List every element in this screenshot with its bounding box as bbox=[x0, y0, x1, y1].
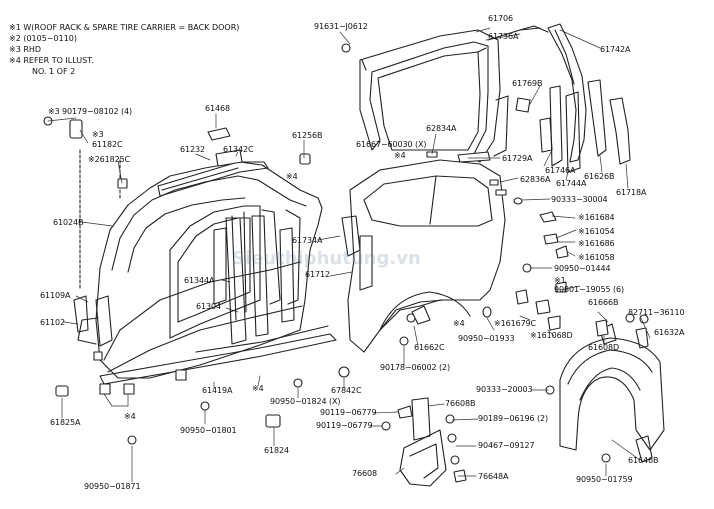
part-label[interactable]: ※1 bbox=[554, 276, 566, 285]
part-label[interactable]: 90950−01933 bbox=[458, 334, 515, 343]
part-label[interactable]: ※3 bbox=[92, 130, 104, 139]
part-label[interactable]: 61742A bbox=[600, 45, 631, 54]
part-label[interactable]: 61646B bbox=[628, 456, 659, 465]
part-label[interactable]: 61182C bbox=[92, 140, 123, 149]
part-label[interactable]: ※161058 bbox=[578, 253, 615, 262]
part-label[interactable]: 61662C bbox=[414, 343, 445, 352]
part-label[interactable]: 90950−01801 bbox=[180, 426, 237, 435]
part-label[interactable]: 82711−36110 bbox=[628, 308, 685, 317]
part-label[interactable]: 62836A bbox=[520, 175, 551, 184]
part-label[interactable]: 90950−01824 (X) bbox=[270, 397, 341, 406]
part-label[interactable]: 61468 bbox=[205, 104, 230, 113]
part-label[interactable]: 61632A bbox=[654, 328, 685, 337]
part-label[interactable]: ※3 90179−08102 (4) bbox=[48, 107, 133, 116]
part-label[interactable]: 90950−01444 bbox=[554, 264, 611, 273]
part-label[interactable]: 61666B bbox=[588, 298, 619, 307]
part-label[interactable]: ※161684 bbox=[578, 213, 615, 222]
part-label[interactable]: 62834A bbox=[426, 124, 457, 133]
note-line: ※1 W(ROOF RACK & SPARE TIRE CARRIER = BA… bbox=[9, 23, 240, 32]
left-side-panel-drawing bbox=[73, 149, 337, 385]
part-label[interactable]: 61232 bbox=[180, 145, 205, 154]
part-label[interactable]: 76648A bbox=[478, 472, 509, 481]
part-label[interactable]: 61825A bbox=[50, 418, 81, 427]
part-label[interactable]: ※161686 bbox=[578, 239, 615, 248]
part-label[interactable]: 61746A bbox=[545, 166, 576, 175]
part-label[interactable]: 61102 bbox=[40, 318, 65, 327]
part-label[interactable]: 61736A bbox=[488, 32, 519, 41]
quarter-panel-drawing bbox=[341, 159, 506, 353]
wheelhouse-drawing bbox=[559, 323, 665, 463]
part-label[interactable]: ※4 bbox=[394, 151, 406, 160]
part-label[interactable]: ※4 bbox=[124, 412, 136, 421]
part-label[interactable]: 67842C bbox=[331, 386, 362, 395]
part-label[interactable]: ※4 bbox=[286, 172, 298, 181]
part-label[interactable]: 61608D bbox=[588, 343, 620, 352]
part-label[interactable]: 61344A bbox=[184, 276, 215, 285]
part-label[interactable]: 61718A bbox=[616, 188, 647, 197]
note-line: NO. 1 OF 2 bbox=[32, 67, 76, 76]
part-label[interactable]: 61342C bbox=[223, 145, 254, 154]
part-label[interactable]: ※4 bbox=[252, 384, 264, 393]
part-label[interactable]: ※161054 bbox=[578, 227, 615, 236]
small-parts-drawing bbox=[43, 43, 649, 483]
note-line: ※4 REFER TO ILLUST. bbox=[9, 56, 94, 65]
note-line: ※2 (0105−0110) bbox=[9, 34, 77, 43]
part-label[interactable]: 61734A bbox=[292, 236, 323, 245]
cropped-header-strip bbox=[0, 0, 714, 6]
part-label[interactable]: 90119−06779 bbox=[320, 408, 377, 417]
part-label[interactable]: 61769B bbox=[512, 79, 543, 88]
part-label[interactable]: 61024B bbox=[53, 218, 84, 227]
note-line: ※3 RHD bbox=[9, 45, 42, 54]
watermark: Sieuthiphutung.vn bbox=[232, 248, 421, 269]
part-label[interactable]: 61626B bbox=[584, 172, 615, 181]
part-label[interactable]: 61712 bbox=[305, 270, 330, 279]
part-label[interactable]: 90189−06196 (2) bbox=[478, 414, 548, 423]
part-label[interactable]: 90119−06779 bbox=[316, 421, 373, 430]
part-label[interactable]: 90950−01871 bbox=[84, 482, 141, 491]
part-label[interactable]: 61256B bbox=[292, 131, 323, 140]
part-label[interactable]: ※4 bbox=[453, 319, 465, 328]
part-label[interactable]: 90333−30004 bbox=[551, 195, 608, 204]
leader-lines bbox=[47, 27, 651, 483]
part-label[interactable]: 61667−60030 (X) bbox=[356, 140, 427, 149]
part-label[interactable]: ※161679C bbox=[494, 319, 537, 328]
part-label[interactable]: 90467−09127 bbox=[478, 441, 535, 450]
part-label[interactable]: 61419A bbox=[202, 386, 233, 395]
part-label[interactable]: 61304 bbox=[196, 302, 221, 311]
part-label[interactable]: 61109A bbox=[40, 291, 71, 300]
part-label[interactable]: 90178−06002 (2) bbox=[380, 363, 450, 372]
part-label[interactable]: 61729A bbox=[502, 154, 533, 163]
mudguard-drawing bbox=[399, 397, 447, 487]
part-label[interactable]: 90333−20003 bbox=[476, 385, 533, 394]
part-label[interactable]: 90950−01759 bbox=[576, 475, 633, 484]
part-label[interactable]: ※261825C bbox=[88, 155, 131, 164]
part-label[interactable]: ※161068D bbox=[530, 331, 573, 340]
rear-pillar-drawing bbox=[519, 23, 587, 163]
part-label[interactable]: 90801−19055 (6) bbox=[554, 285, 624, 294]
part-label[interactable]: 91631−J0612 bbox=[314, 22, 368, 31]
part-label[interactable]: 76608 bbox=[352, 469, 377, 478]
part-label[interactable]: 61824 bbox=[264, 446, 289, 455]
part-label[interactable]: 76608B bbox=[445, 399, 476, 408]
part-label[interactable]: 61744A bbox=[556, 179, 587, 188]
part-label[interactable]: 61706 bbox=[488, 14, 513, 23]
